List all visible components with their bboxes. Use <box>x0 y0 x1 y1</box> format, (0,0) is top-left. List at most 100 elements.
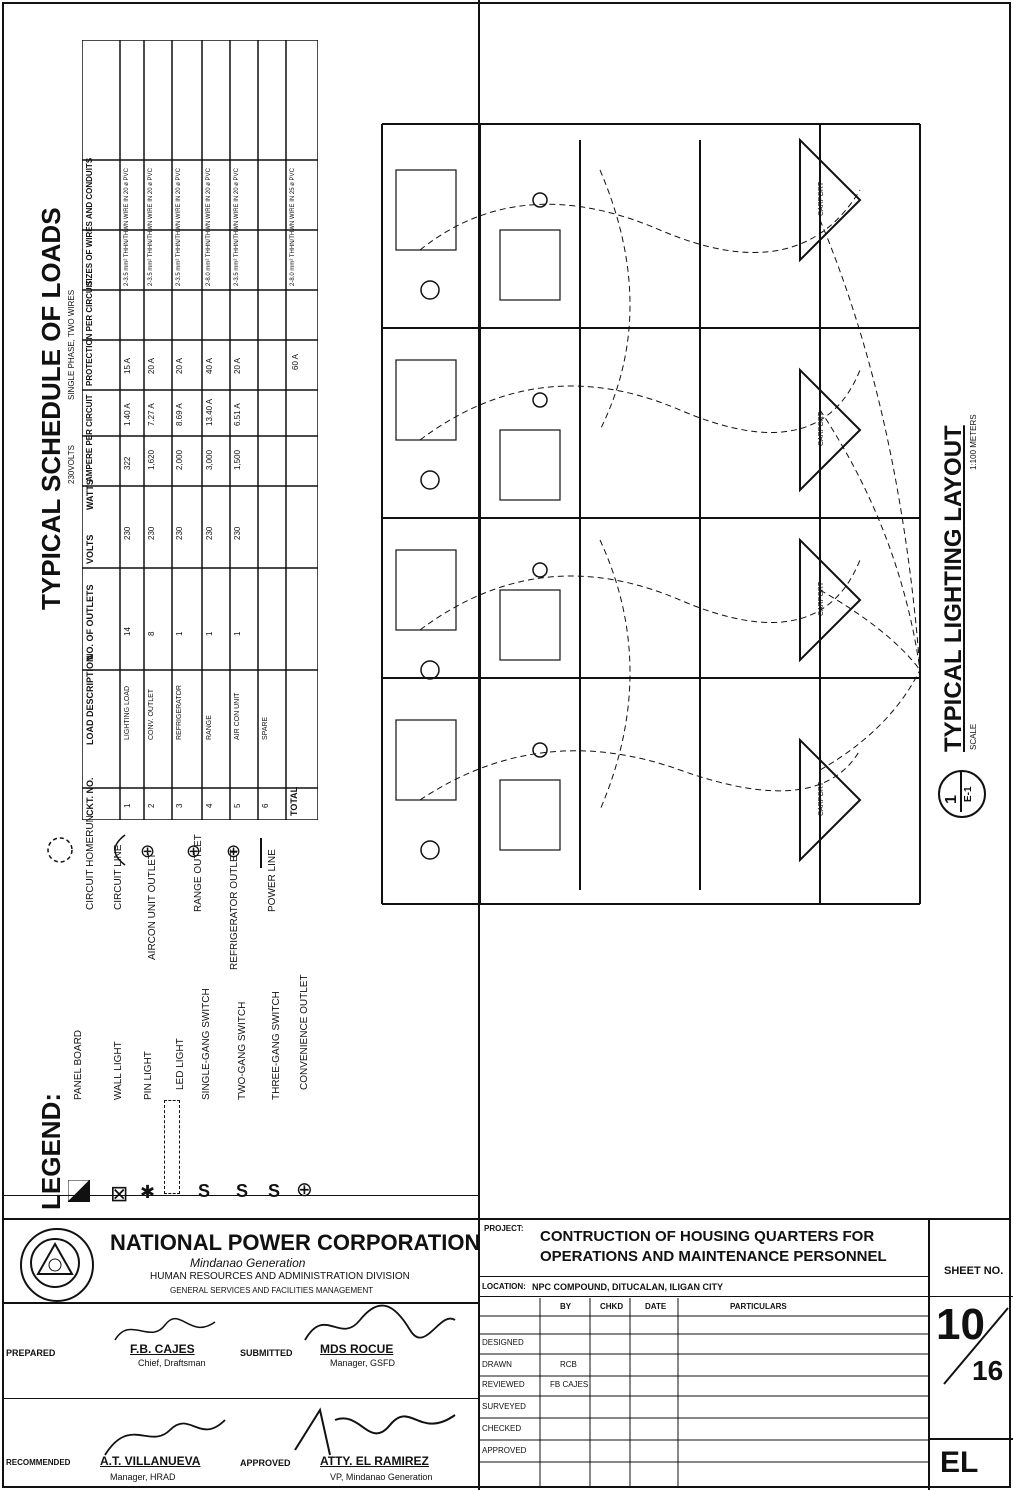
company-name: NATIONAL POWER CORPORATION <box>110 1230 481 1255</box>
recommended-name: A.T. VILLANUEVA <box>100 1454 201 1468</box>
carport-label-2: CARPORT <box>818 411 825 446</box>
schedule-title: TYPICAL SCHEDULE OF LOADS <box>36 207 66 610</box>
grid-row-designed: DESIGNED <box>482 1338 524 1347</box>
schedule-subtitle-left: 230VOLTS <box>67 445 76 484</box>
recommended-title: Manager, HRAD <box>110 1472 176 1482</box>
recommended-signature <box>100 1410 230 1460</box>
row-2-amps: 7.27 A <box>147 403 156 426</box>
row-2-protection: 20 A <box>147 357 156 374</box>
col-header-ampere: AMPERE PER CIRCUIT <box>85 394 94 482</box>
submitted-name: MDS ROCUE <box>320 1342 394 1356</box>
row-3-volts: 230 <box>175 526 184 540</box>
legend-power-line-icon <box>260 838 262 868</box>
project-line-2: OPERATIONS AND MAINTENANCE PERSONNEL <box>540 1248 887 1265</box>
legend-title: LEGEND: <box>36 1093 66 1210</box>
row-4-volts: 230 <box>205 526 214 540</box>
grid-header-particulars: PARTICULARS <box>730 1302 787 1311</box>
col-header-volts: VOLTS <box>85 534 95 564</box>
row-3-ckt: 3 <box>175 803 184 808</box>
legend-wall-light-icon: ⊠ <box>110 1181 129 1206</box>
legend-range-outlet-icon: ⊕ <box>186 841 202 861</box>
legend-label-circuit-line: CIRCUIT LINE <box>113 844 124 910</box>
carport-label-3: CARPORT <box>818 581 825 616</box>
carport-label-4: CARPORT <box>818 781 825 816</box>
col-header-outlets: NO. OF OUTLETS <box>85 584 95 661</box>
row-4-wire: 2-8.0 mm² THHN/THWN WIRE IN 20 ø PVC <box>206 168 212 286</box>
legend-pin-light-icon: ✱ <box>140 1182 156 1202</box>
row-5-protection: 20 A <box>233 357 242 374</box>
row-5-volts: 230 <box>233 526 242 540</box>
sheet-line <box>928 1296 1013 1297</box>
row-3-amps: 8.69 A <box>175 403 184 426</box>
row-3-outlets: 1 <box>175 631 184 636</box>
layout-scale-label: SCALE <box>969 723 978 750</box>
company-subtitle-3: GENERAL SERVICES AND FACILITIES MANAGEME… <box>170 1286 374 1295</box>
schedule-subtitle-right: SINGLE PHASE, TWO WIRES <box>67 289 76 400</box>
row-3-watts: 2,000 <box>175 449 184 470</box>
approved-label: APPROVED <box>240 1458 291 1468</box>
legend-label-circuit-homerun: CIRCUIT HOMERUN <box>85 815 96 910</box>
row-4-protection: 40 A <box>205 357 214 374</box>
legend-label-wall-light: WALL LIGHT <box>113 1041 124 1100</box>
legend-line <box>2 1195 478 1196</box>
approved-signature <box>290 1400 460 1460</box>
layout-scale-value: 1:100 METERS <box>969 414 978 470</box>
detail-marker: 1 E-1 <box>938 770 986 818</box>
row-5-watts: 1,500 <box>233 449 242 470</box>
row-2-load: CONV. OUTLET <box>148 688 155 740</box>
sheet-slash <box>930 1300 1010 1390</box>
row-4-load: RANGE <box>206 715 213 740</box>
approved-name: ATTY. EL RAMIREZ <box>320 1454 429 1468</box>
legend-panel-board-icon <box>66 1178 91 1203</box>
project-line <box>478 1276 928 1277</box>
row-3-load: REFRIGERATOR <box>176 685 183 740</box>
company-subtitle-2: HUMAN RESOURCES AND ADMINISTRATION DIVIS… <box>150 1271 410 1282</box>
grid-row-approved: APPROVED <box>482 1446 527 1455</box>
submitted-title: Manager, GSFD <box>330 1358 396 1368</box>
schedule-table: CKT. NO. LOAD DESCRIPTION NO. OF OUTLETS… <box>82 40 318 820</box>
sheet-line <box>928 1438 1013 1440</box>
row-5-outlets: 1 <box>233 631 242 636</box>
legend-label-convenience-outlet: CONVENIENCE OUTLET <box>299 974 310 1090</box>
layout-title: TYPICAL LIGHTING LAYOUT <box>940 425 967 752</box>
title-block-line <box>2 1398 478 1399</box>
row-1-outlets: 14 <box>123 627 132 636</box>
grid-header-by: BY <box>560 1302 572 1311</box>
location-line <box>478 1296 928 1297</box>
legend-label-two-gang-switch: TWO-GANG SWITCH <box>237 1001 248 1100</box>
revision-grid: BY CHKD DATE PARTICULARS DESIGNED DRAWN … <box>480 1298 928 1488</box>
company-subtitle-1: Mindanao Generation <box>190 1256 306 1270</box>
legend-circuit-line-icon <box>100 830 130 870</box>
floor-plan: CARPORT CARPORT CARPORT CARPORT <box>300 110 940 910</box>
reviewed-by-value: FB CAJES <box>550 1380 589 1389</box>
legend-two-gang-switch-icon: S <box>236 1181 249 1201</box>
legend-convenience-outlet-icon: ⊕ <box>296 1179 313 1201</box>
legend-three-gang-switch-icon: S <box>268 1181 281 1201</box>
row-1-protection: 15 A <box>123 357 132 374</box>
npc-seal-logo <box>20 1228 94 1302</box>
row-2-outlets: 8 <box>147 631 156 636</box>
row-3-wire: 2-3.5 mm² THHN/THWN WIRE IN 20 ø PVC <box>176 168 182 286</box>
prepared-name: F.B. CAJES <box>130 1342 195 1356</box>
approved-title: VP, Mindanao Generation <box>330 1472 433 1482</box>
carport-label-1: CARPORT <box>818 181 825 216</box>
row-2-ckt: 2 <box>147 803 156 808</box>
row-2-volts: 230 <box>147 526 156 540</box>
row-1-wire: 2-3.5 mm² THHN/THWN WIRE IN 20 ø PVC <box>124 168 130 286</box>
sheet-total: 16 <box>972 1355 1004 1386</box>
grid-header-date: DATE <box>645 1302 667 1311</box>
total-label: TOTAL <box>289 786 299 816</box>
legend-label-refrigerator-outlet: REFRIGERATOR OUTLET <box>229 849 240 970</box>
prepared-signature <box>110 1310 220 1350</box>
row-1-ckt: 1 <box>123 803 132 808</box>
row-4-outlets: 1 <box>205 631 214 636</box>
row-4-watts: 3,000 <box>205 449 214 470</box>
col-header-wires: SIZES OF WIRES AND CONDUITS <box>85 157 94 286</box>
col-header-ckt: CKT. NO. <box>85 777 95 816</box>
grid-row-checked: CHECKED <box>482 1424 522 1433</box>
legend-label-range-outlet: RANGE OUTLET <box>193 834 204 912</box>
row-5-amps: 6.51 A <box>233 403 242 426</box>
sheet-block-line <box>928 1218 930 1490</box>
